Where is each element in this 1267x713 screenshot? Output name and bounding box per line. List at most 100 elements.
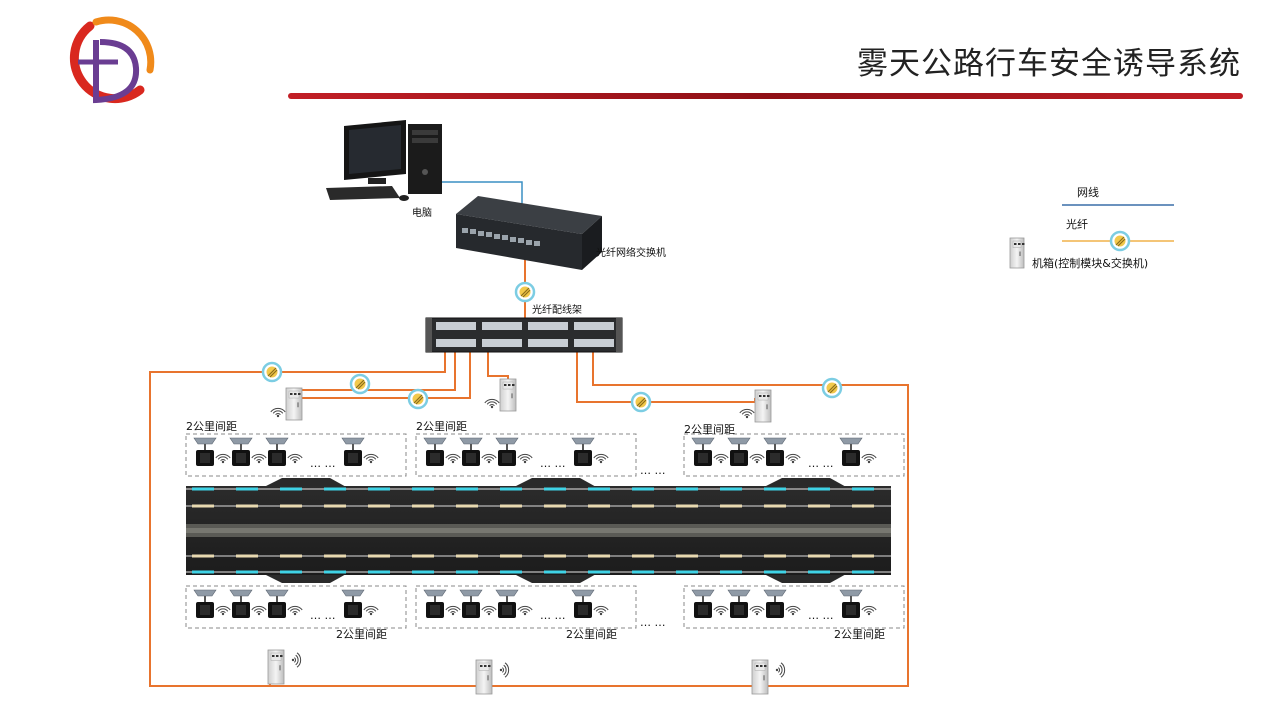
segment-spacing-label: 2公里间距	[336, 628, 387, 641]
wifi-icon	[499, 662, 510, 678]
lamp-segment-frame	[415, 585, 637, 629]
lane-marking	[324, 504, 346, 508]
wifi-icon	[287, 605, 303, 616]
solar-guide-lamp-icon	[839, 589, 863, 618]
lane-marking	[588, 554, 610, 558]
wifi-icon	[445, 605, 461, 616]
solar-guide-lamp-icon	[265, 589, 289, 618]
lane-marking	[324, 487, 346, 491]
solar-guide-lamp-icon	[763, 437, 787, 466]
lane-marking	[676, 487, 698, 491]
lane-marking	[632, 554, 654, 558]
lane-marking	[192, 504, 214, 508]
legend-network-label: 网线	[1077, 185, 1099, 199]
wifi-icon	[749, 605, 765, 616]
patch-panel-label: 光纤配线架	[532, 303, 582, 316]
cabinet-icon	[499, 378, 517, 412]
wifi-icon	[713, 605, 729, 616]
wifi-icon	[517, 453, 533, 464]
lane-marking	[192, 487, 214, 491]
fiber-joint-icon	[349, 373, 371, 395]
lane-marking	[544, 487, 566, 491]
lane-marking	[192, 554, 214, 558]
lamp-segment-frame	[185, 433, 407, 477]
segment-spacing-label: 2公里间距	[186, 420, 237, 433]
segment-ellipsis: … …	[540, 457, 566, 470]
solar-guide-lamp-icon	[423, 589, 447, 618]
solar-guide-lamp-icon	[727, 437, 751, 466]
legend: 网线 光纤 机箱(控制模块&交换机)	[1032, 185, 1174, 270]
solar-guide-lamp-icon	[495, 437, 519, 466]
wifi-icon	[484, 398, 500, 409]
wifi-icon	[517, 605, 533, 616]
lane-marking	[720, 570, 742, 574]
lane-marking	[412, 570, 434, 574]
lamp-segment-frame	[185, 585, 407, 629]
solar-guide-lamp-icon	[727, 589, 751, 618]
lane-marking	[720, 554, 742, 558]
lane-marking	[852, 504, 874, 508]
lane-marking	[368, 487, 390, 491]
page-title: 雾天公路行车安全诱导系统	[857, 46, 1241, 82]
lane-marking	[676, 504, 698, 508]
wifi-icon	[593, 605, 609, 616]
cabinet-icon	[267, 649, 285, 685]
solar-guide-lamp-icon	[229, 437, 253, 466]
lane-marking	[368, 504, 390, 508]
lane-marking	[236, 554, 258, 558]
computer-icon	[326, 120, 442, 201]
between-segment-ellipsis: … …	[640, 464, 666, 477]
solar-guide-lamp-icon	[341, 437, 365, 466]
wifi-icon	[861, 605, 877, 616]
legend-cabinet-icon	[1009, 237, 1025, 269]
cabinet-icon	[475, 659, 493, 695]
lane-marking	[280, 554, 302, 558]
lane-marking	[676, 570, 698, 574]
highway	[186, 478, 891, 583]
wifi-icon	[785, 605, 801, 616]
lane-marking	[852, 487, 874, 491]
lane-marking	[236, 570, 258, 574]
wifi-icon	[739, 408, 755, 419]
wifi-icon	[363, 605, 379, 616]
lane-marking	[808, 570, 830, 574]
logo-icon	[69, 16, 155, 104]
lane-marking	[808, 504, 830, 508]
segment-ellipsis: … …	[310, 609, 336, 622]
lane-marking	[764, 504, 786, 508]
computer-label: 电脑	[412, 206, 432, 219]
wifi-icon	[363, 453, 379, 464]
lane-marking	[852, 554, 874, 558]
lane-marking	[456, 570, 478, 574]
segment-spacing-label: 2公里间距	[834, 628, 885, 641]
wifi-icon	[215, 605, 231, 616]
wifi-icon	[749, 453, 765, 464]
solar-guide-lamp-icon	[571, 589, 595, 618]
lane-marking	[500, 570, 522, 574]
solar-guide-lamp-icon	[423, 437, 447, 466]
wifi-icon	[251, 453, 267, 464]
cabinet-icon	[285, 387, 303, 421]
lane-marking	[764, 570, 786, 574]
wifi-icon	[713, 453, 729, 464]
lane-marking	[500, 487, 522, 491]
wifi-icon	[481, 453, 497, 464]
lane-marking	[632, 504, 654, 508]
lane-marking	[544, 504, 566, 508]
solar-guide-lamp-icon	[341, 589, 365, 618]
segment-ellipsis: … …	[310, 457, 336, 470]
segment-spacing-label: 2公里间距	[684, 423, 735, 436]
wifi-icon	[287, 453, 303, 464]
lane-marking	[808, 554, 830, 558]
solar-guide-lamp-icon	[193, 589, 217, 618]
solar-guide-lamp-icon	[839, 437, 863, 466]
wifi-icon	[861, 453, 877, 464]
lane-marking	[456, 554, 478, 558]
lane-marking	[236, 487, 258, 491]
fiber-joint-icon	[821, 377, 843, 399]
lane-marking	[544, 554, 566, 558]
segment-spacing-label: 2公里间距	[416, 420, 467, 433]
solar-guide-lamp-icon	[459, 589, 483, 618]
